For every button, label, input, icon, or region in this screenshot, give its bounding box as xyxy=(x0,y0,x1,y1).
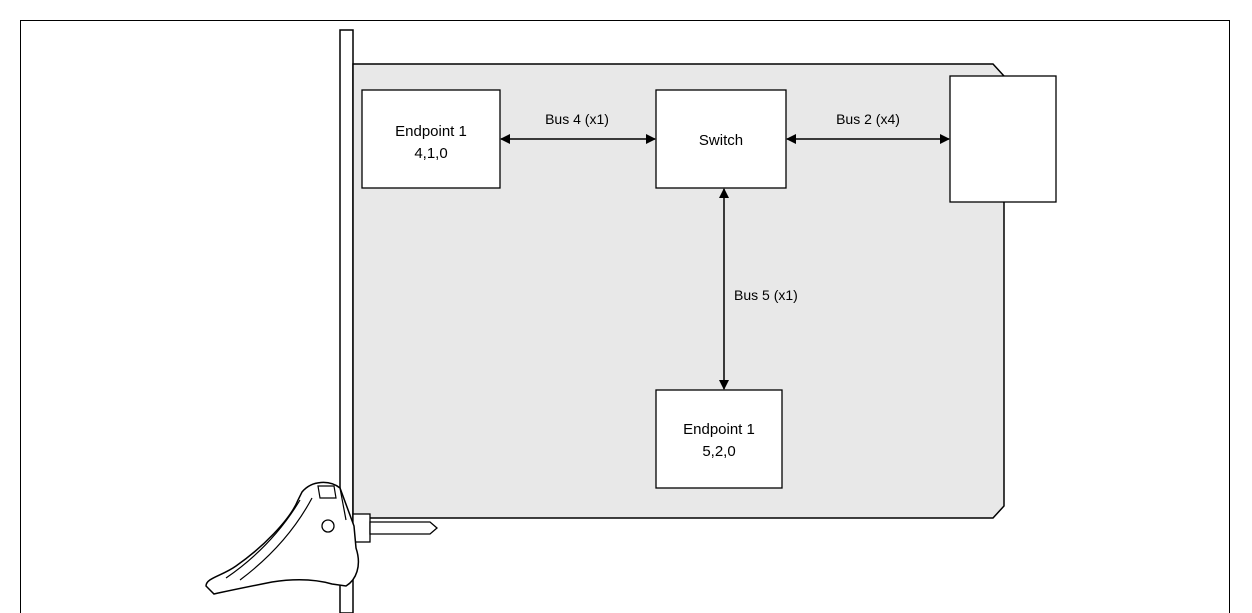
endpoint-left-node: Endpoint 1 4,1,0 xyxy=(361,89,501,189)
endpoint-left-label-2: 4,1,0 xyxy=(414,145,447,162)
bus2-label: Bus 2 (x4) xyxy=(836,111,900,127)
guide-pin xyxy=(352,513,438,543)
endpoint-left-label-1: Endpoint 1 xyxy=(395,123,467,140)
endpoint-bottom-label-1: Endpoint 1 xyxy=(683,421,755,438)
switch-box xyxy=(655,89,787,189)
endpoint-left-box xyxy=(361,89,501,189)
bus5-label: Bus 5 (x1) xyxy=(734,287,798,303)
switch-label: Switch xyxy=(699,132,743,149)
connector-box-right xyxy=(949,75,1057,203)
figure-frame xyxy=(20,20,1230,613)
switch-node: Switch xyxy=(655,89,787,189)
endpoint-bottom-label-2: 5,2,0 xyxy=(702,443,735,460)
endpoint-bottom-node: Endpoint 1 5,2,0 xyxy=(655,389,783,489)
endpoint-bottom-box xyxy=(655,389,783,489)
ejector-handle xyxy=(205,481,360,595)
bus4-label: Bus 4 (x1) xyxy=(545,111,609,127)
